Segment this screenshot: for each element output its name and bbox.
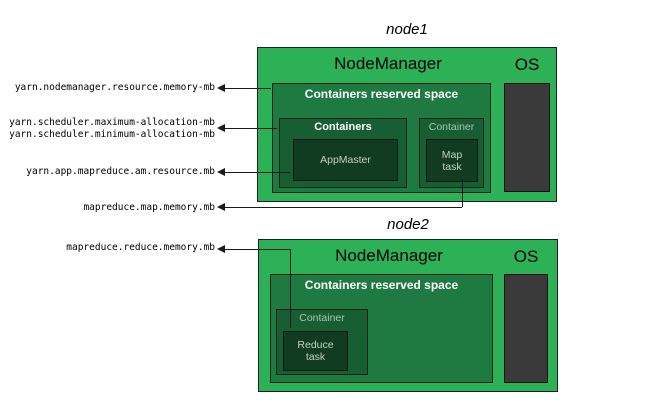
node2-containers-reserved-space-label: Containers reserved space <box>304 278 459 292</box>
node1-nodemanager-box: NodeManager OS Containers reserved space… <box>257 47 557 202</box>
node2-container-label: Container <box>299 312 345 324</box>
node2-container-box: Container Reduce task <box>276 309 368 375</box>
node1-containers-box: Containers AppMaster <box>279 118 407 188</box>
node1-containers-reserved-space-label: Containers reserved space <box>304 87 459 101</box>
arrow-left-icon <box>217 203 225 211</box>
node1-container-box: Container Map task <box>419 118 484 188</box>
node1-containers-reserved-space-box: Containers reserved space Containers App… <box>272 83 491 193</box>
arrow-line-scheduler-allocation <box>225 128 277 129</box>
node2-nodemanager-box: NodeManager OS Containers reserved space… <box>258 239 558 392</box>
arrow-left-icon <box>217 124 225 132</box>
node1-appmaster-label: AppMaster <box>320 154 371 166</box>
node2-title: node2 <box>387 216 429 233</box>
node1-title: node1 <box>386 21 428 38</box>
arrow-line-reduce-memory <box>225 249 290 250</box>
node2-containers-reserved-space-box: Containers reserved space Container Redu… <box>270 274 493 383</box>
node2-nodemanager-label: NodeManager <box>335 246 443 265</box>
node2-os-label: OS <box>513 247 539 266</box>
arrow-line-am-resource <box>225 172 290 173</box>
node1-os-label: OS <box>514 55 540 74</box>
arrow-left-icon <box>217 245 225 253</box>
node1-appmaster-box: AppMaster <box>293 139 398 181</box>
node2-os-memory-bar <box>504 274 548 383</box>
node1-nodemanager-label: NodeManager <box>334 54 442 73</box>
arrow-line-nodemanager-memory <box>225 88 271 89</box>
config-label-yarn-scheduler-minimum-allocation-mb: yarn.scheduler.minimum-allocation-mb <box>9 129 215 140</box>
config-label-mapreduce-map-memory-mb: mapreduce.map.memory.mb <box>83 202 215 213</box>
arrow-left-icon <box>217 84 225 92</box>
node1-containers-label: Containers <box>314 121 372 133</box>
config-label-yarn-scheduler-maximum-allocation-mb: yarn.scheduler.maximum-allocation-mb <box>9 117 215 128</box>
arrow-line-map-memory-vertical <box>462 179 463 207</box>
config-label-mapreduce-reduce-memory-mb: mapreduce.reduce.memory.mb <box>66 242 215 253</box>
arrow-line-reduce-memory-vertical <box>290 249 291 328</box>
node1-map-task-label: Map task <box>441 148 463 173</box>
node1-os-memory-bar <box>504 83 550 192</box>
config-label-yarn-app-mapreduce-am-resource-mb: yarn.app.mapreduce.am.resource.mb <box>26 166 215 177</box>
node2-reduce-task-box: Reduce task <box>283 331 348 371</box>
arrow-left-icon <box>217 168 225 176</box>
node1-container-label: Container <box>428 121 475 133</box>
arrow-line-map-memory <box>225 207 462 208</box>
config-label-yarn-nodemanager-resource-memory-mb: yarn.nodemanager.resource.memory-mb <box>14 82 215 93</box>
node2-reduce-task-label: Reduce task <box>297 339 334 363</box>
node1-map-task-box: Map task <box>426 139 478 182</box>
